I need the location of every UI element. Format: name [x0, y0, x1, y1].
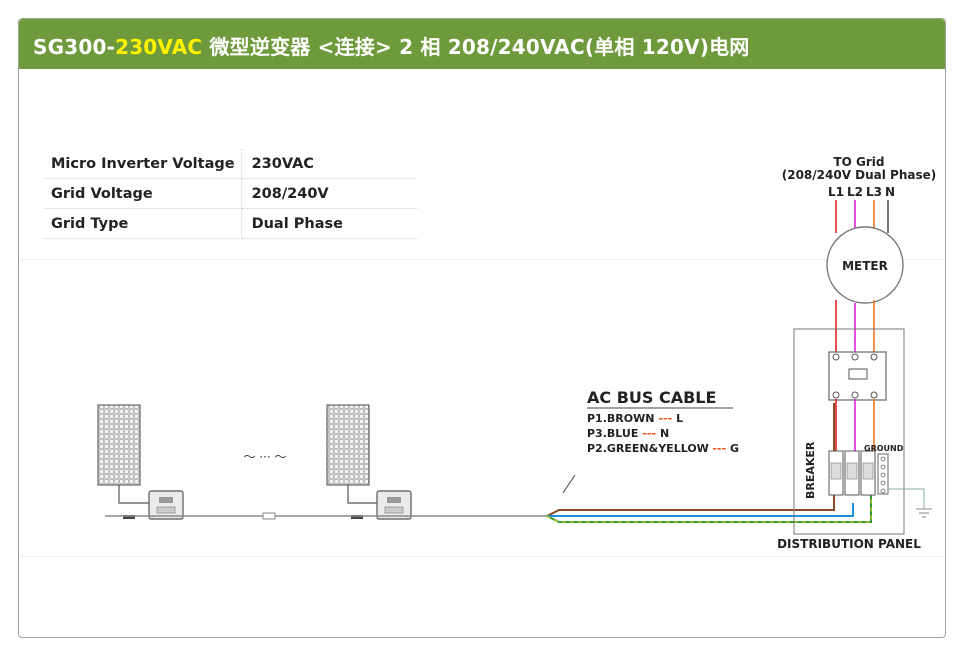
spec-row: Grid Voltage 208/240V: [43, 178, 418, 209]
ground-label: GROUND: [864, 444, 904, 453]
cable-pin: P1.BROWN: [587, 412, 654, 425]
breaker-block: [828, 450, 876, 496]
cable-dash: ---: [658, 412, 672, 425]
main-disconnect: [828, 351, 887, 401]
bus-bars: [835, 399, 875, 451]
spec-row: Grid Type Dual Phase: [43, 208, 418, 239]
meter-label: METER: [842, 259, 888, 273]
title-bar: SG300-230VAC 微型逆变器 <连接> 2 相 208/240VAC(单…: [19, 19, 945, 69]
spec-row: Micro Inverter Voltage 230VAC: [43, 149, 418, 179]
line-label-n: N: [885, 185, 895, 199]
cable-legend: AC BUS CABLE P1.BROWN --- L P3.BLUE --- N P2…: [587, 388, 739, 455]
micro-inverter-1: [123, 490, 184, 520]
title-suffix: 微型逆变器 <连接> 2 相 208/240VAC(单相 120V)电网: [202, 35, 750, 59]
cable-row: P3.BLUE --- N: [587, 427, 669, 440]
breaker-label: BREAKER: [804, 441, 817, 499]
ellipsis-text: 〜 ··· 〜: [243, 450, 286, 464]
cable-term: L: [676, 412, 683, 425]
spec-table: Micro Inverter Voltage 230VAC Grid Volta…: [43, 149, 418, 239]
cable-term: N: [660, 427, 669, 440]
spec-label: Micro Inverter Voltage: [43, 149, 242, 179]
solar-panel-1: [97, 404, 141, 486]
cable-dash: ---: [712, 442, 726, 455]
spec-value: Dual Phase: [241, 208, 418, 239]
title-prefix: SG300-: [33, 35, 116, 59]
micro-inverter-2: [351, 490, 412, 520]
cable-connector: [262, 512, 276, 520]
title-highlight: 230VAC: [115, 35, 203, 59]
grid-header: TO Grid (208/240V Dual Phase) L1 L2 L3 N: [782, 155, 937, 199]
dc-lead-1: [118, 485, 149, 504]
cable-pin: P2.GREEN&YELLOW: [587, 442, 709, 455]
wiring-diagram: 〜 ··· 〜 AC BUS CABLE P1.BROWN --- L P3.BLU…: [97, 155, 937, 551]
spec-label: Grid Type: [43, 208, 242, 239]
spec-value: 208/240V: [241, 178, 418, 209]
diagram-frame: SG300-230VAC 微型逆变器 <连接> 2 相 208/240VAC(单…: [18, 18, 946, 638]
line-label-l1: L1: [828, 185, 844, 199]
page-title: SG300-230VAC 微型逆变器 <连接> 2 相 208/240VAC(单…: [33, 31, 750, 60]
ground-bar: [877, 453, 889, 495]
cable-term: G: [730, 442, 739, 455]
distribution-panel-label: DISTRIBUTION PANEL: [777, 537, 921, 551]
cable-row: P2.GREEN&YELLOW--- G: [587, 442, 739, 455]
spec-label: Grid Voltage: [43, 178, 242, 209]
cable-title: AC BUS CABLE: [587, 388, 716, 407]
dc-lead-2: [347, 485, 377, 504]
line-label-l2: L2: [847, 185, 863, 199]
meter: METER: [826, 226, 904, 304]
grid-phase-label: (208/240V Dual Phase): [782, 168, 937, 182]
to-grid-label: TO Grid: [833, 155, 884, 169]
earth-ground-icon: [888, 488, 932, 518]
cable-row: P1.BROWN --- L: [587, 412, 683, 425]
cable-callout-line: [562, 474, 576, 494]
diagram-area: [21, 259, 943, 557]
meter-to-disconnect: [835, 300, 875, 353]
distribution-panel-box: [793, 328, 905, 535]
cable-dash: ---: [642, 427, 656, 440]
spec-value: 230VAC: [241, 149, 418, 179]
cable-pin: P3.BLUE: [587, 427, 638, 440]
line-label-l3: L3: [866, 185, 882, 199]
solar-panel-2: [326, 404, 370, 486]
